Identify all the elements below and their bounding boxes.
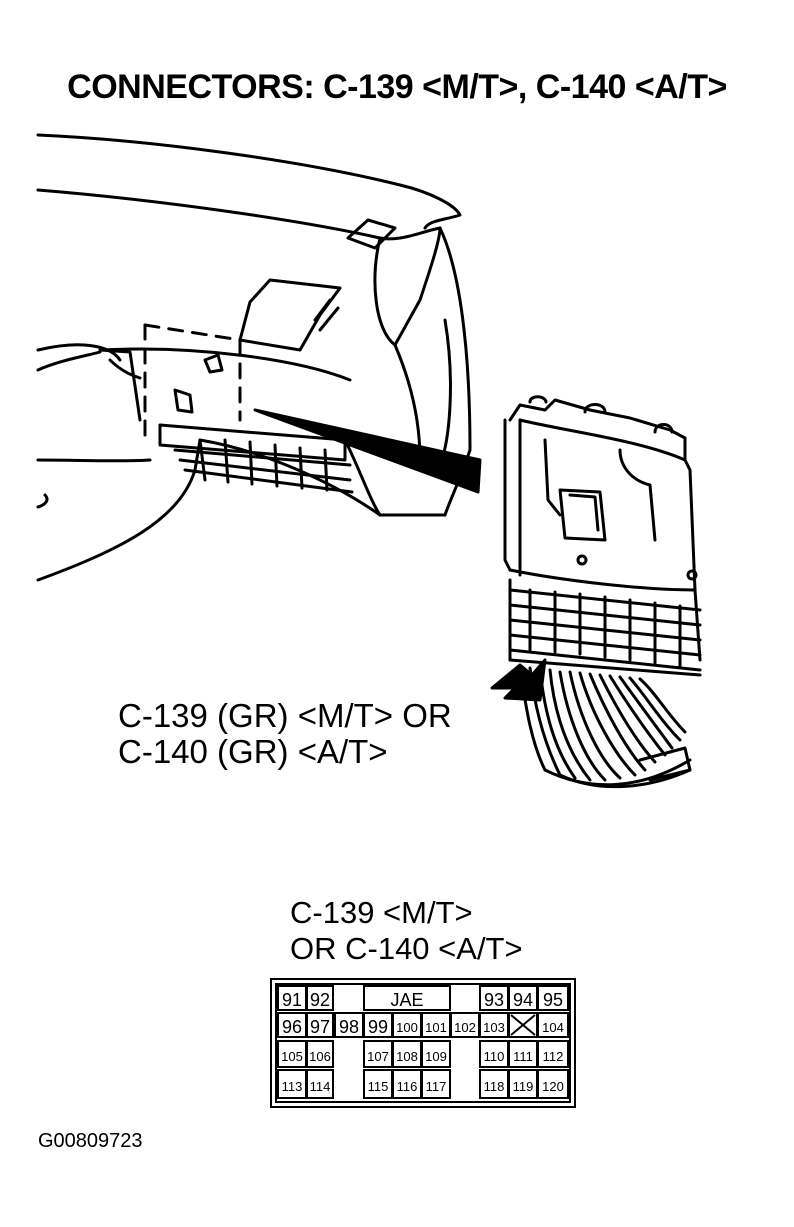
- connector-face-title-2: OR C-140 <A/T>: [290, 931, 523, 966]
- diagram-title: CONNECTORS: C-139 <M/T>, C-140 <A/T>: [67, 68, 727, 106]
- pin-109: 109: [425, 1049, 447, 1064]
- pin-94: 94: [513, 990, 533, 1010]
- pin-104: 104: [542, 1020, 564, 1035]
- callout-line-2: C-140 (GR) <A/T>: [118, 733, 388, 770]
- pin-100: 100: [396, 1020, 418, 1035]
- pin-118: 118: [484, 1079, 505, 1094]
- pin-108: 108: [396, 1049, 418, 1064]
- connector-face-title-1: C-139 <M/T>: [290, 895, 473, 930]
- pin-93: 93: [484, 990, 504, 1010]
- pin-91: 91: [282, 990, 302, 1010]
- connector-face-diagram: JAE 91 92 93 94 95 96 97 98 99 100 101 1…: [270, 978, 576, 1108]
- pin-96: 96: [282, 1017, 302, 1037]
- pin-111: 111: [513, 1049, 533, 1064]
- pin-112: 112: [543, 1049, 564, 1064]
- callout-line-1: C-139 (GR) <M/T> OR: [118, 697, 452, 734]
- pin-99: 99: [368, 1017, 388, 1037]
- pin-120: 120: [542, 1079, 564, 1094]
- pin-116: 116: [397, 1079, 418, 1094]
- pin-117: 117: [426, 1079, 447, 1094]
- pin-98: 98: [339, 1017, 359, 1037]
- pin-103: 103: [483, 1020, 505, 1035]
- pin-95: 95: [543, 990, 563, 1010]
- pin-115: 115: [368, 1079, 389, 1094]
- pin-105: 105: [281, 1049, 303, 1064]
- pin-107: 107: [367, 1049, 389, 1064]
- pin-106: 106: [309, 1049, 331, 1064]
- figure-id: G00809723: [38, 1130, 143, 1152]
- pin-110: 110: [484, 1049, 505, 1064]
- ecu-location-illustration: [36, 133, 702, 789]
- pin-101: 101: [425, 1020, 447, 1035]
- pin-97: 97: [310, 1017, 330, 1037]
- connector-label: JAE: [390, 990, 423, 1010]
- pin-102: 102: [454, 1020, 476, 1035]
- pin-114: 114: [310, 1079, 331, 1094]
- pin-113: 113: [282, 1079, 303, 1094]
- pin-119: 119: [513, 1079, 534, 1094]
- pin-92: 92: [310, 990, 330, 1010]
